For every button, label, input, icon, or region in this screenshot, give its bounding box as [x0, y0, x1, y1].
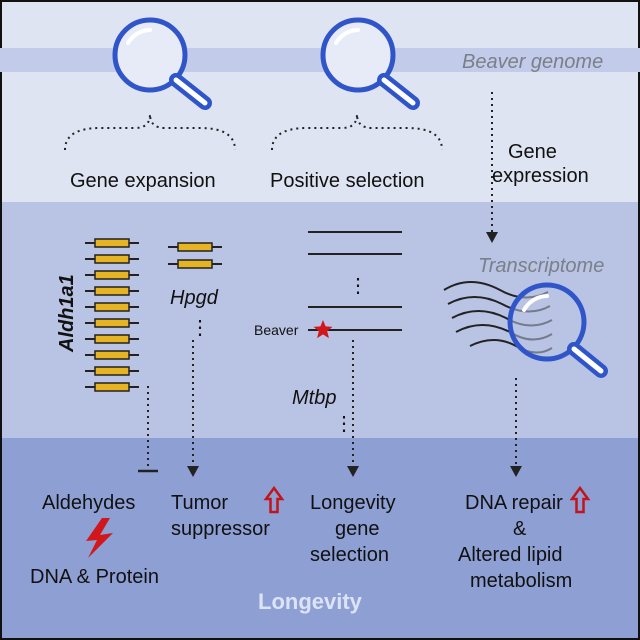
arrowhead-longevity-selection — [347, 466, 359, 477]
altered-lipid-label: Altered lipid — [458, 544, 563, 566]
gene-box — [94, 366, 130, 376]
dna-protein-label: DNA & Protein — [30, 566, 159, 588]
star-icon — [313, 320, 333, 339]
up-arrow-icon — [263, 485, 285, 514]
hpgd-gene-copies — [168, 242, 222, 269]
mtbp-ellipsis: ⋮ — [334, 413, 354, 435]
arrowhead-dna-repair — [510, 466, 522, 477]
hpgd-label: Hpgd — [170, 287, 219, 309]
suppressor-label: suppressor — [171, 518, 270, 540]
magnifier-icon — [112, 17, 212, 110]
gene-box — [94, 286, 130, 296]
top-band — [0, 0, 640, 202]
gene-box — [94, 350, 130, 360]
magnifier-icon — [320, 17, 420, 110]
transcriptome-label: Transcriptome — [478, 255, 604, 277]
aldehydes-label: Aldehydes — [42, 492, 135, 514]
aldh1a1-label: Aldh1a1 — [56, 274, 78, 353]
beaver-label: Beaver — [254, 322, 299, 338]
arrowhead-tumor — [187, 466, 199, 477]
gene-expression-label-2: expression — [492, 165, 589, 187]
aldh1a1-gene-copies — [85, 238, 139, 392]
gene-box — [94, 334, 130, 344]
brace-positive-selection — [271, 113, 443, 151]
ortholog-lines — [308, 231, 402, 331]
beaver-genome-label: Beaver genome — [462, 51, 603, 73]
positive-selection-label: Positive selection — [270, 170, 425, 192]
longevity-selection-label-3: selection — [310, 544, 389, 566]
hpgd-ellipsis: ⋮ — [190, 317, 210, 339]
longevity-label: Longevity — [258, 589, 363, 614]
gene-expression-label-1: Gene — [508, 141, 557, 163]
up-arrow-icon — [569, 485, 591, 514]
gene-box — [94, 238, 130, 248]
gene-box — [94, 270, 130, 280]
lightning-icon — [86, 518, 113, 558]
ampersand-label: & — [513, 518, 527, 540]
brace-gene-expansion — [64, 113, 236, 151]
gene-box — [94, 254, 130, 264]
gene-box — [94, 302, 130, 312]
magnifier-icon — [507, 282, 608, 378]
tumor-label: Tumor — [171, 492, 228, 514]
longevity-selection-label-2: gene — [335, 518, 380, 540]
arrowhead-transcriptome — [486, 232, 498, 243]
gene-box — [94, 382, 130, 392]
ortholog-ellipsis: ⋮ — [348, 275, 368, 297]
mtbp-label: Mtbp — [292, 387, 336, 409]
genome-bar — [0, 48, 640, 72]
gene-box — [94, 318, 130, 328]
gene-expansion-label: Gene expansion — [70, 170, 216, 192]
dna-repair-label: DNA repair — [465, 492, 563, 514]
metabolism-label: metabolism — [470, 570, 572, 592]
longevity-selection-label-1: Longevity — [310, 492, 396, 514]
